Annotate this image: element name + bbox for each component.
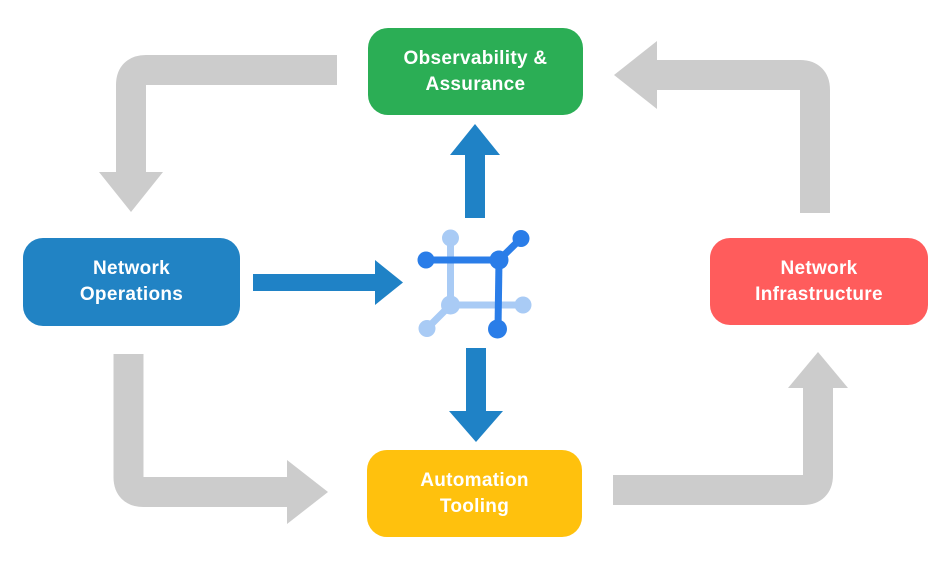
network-mesh-icon: [417, 229, 532, 339]
arrow-center-to-observability: [450, 124, 500, 218]
arrow-center-to-automation: [449, 348, 503, 442]
node-network-infrastructure: Network Infrastructure: [710, 238, 928, 325]
arrow-operations-to-automation: [113, 354, 328, 524]
arrow-operations-to-center: [253, 260, 403, 305]
node-automation-tooling: Automation Tooling: [367, 450, 582, 537]
node-observability-assurance: Observability & Assurance: [368, 28, 583, 115]
arrow-observability-to-operations: [99, 55, 337, 212]
node-network-operations: Network Operations: [23, 238, 240, 326]
node-infrastructure-label: Network Infrastructure: [755, 257, 883, 305]
node-operations-label: Network Operations: [79, 258, 184, 305]
node-observability-label: Observability & Assurance: [403, 47, 548, 95]
node-automation-label: Automation Tooling: [420, 469, 529, 517]
arrow-infrastructure-to-observability: [614, 41, 830, 213]
arrow-automation-to-infrastructure: [613, 352, 848, 505]
